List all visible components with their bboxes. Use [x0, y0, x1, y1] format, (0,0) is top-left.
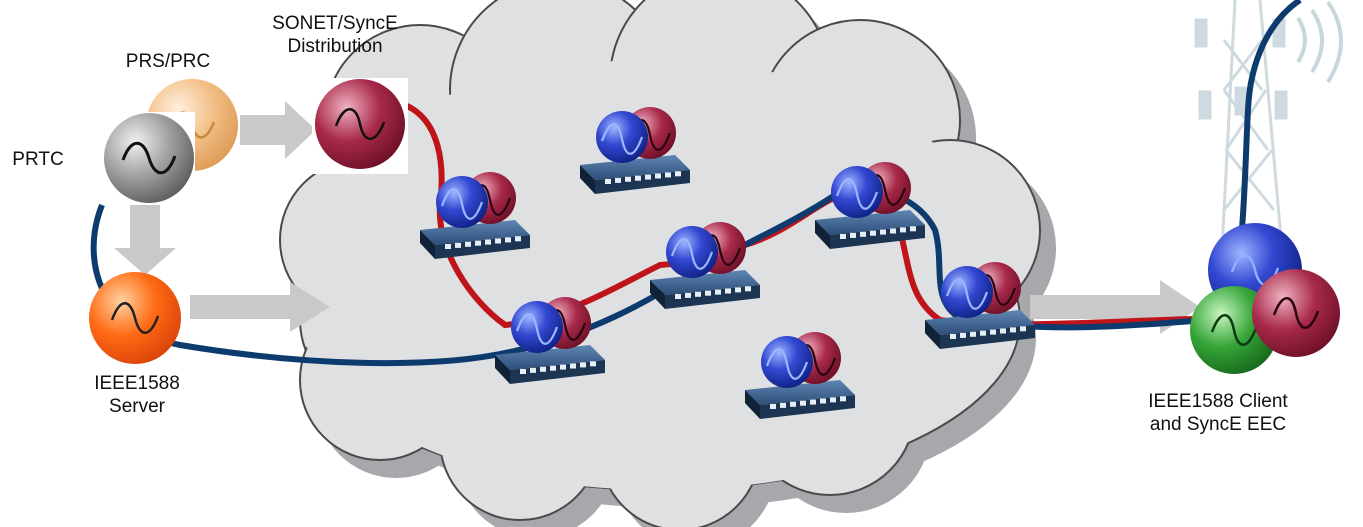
network-switch-icon: [745, 380, 855, 419]
network-node: [420, 172, 530, 259]
ieee-server-label-line1: IEEE1588: [94, 373, 180, 394]
network-switch-icon: [650, 270, 760, 309]
client-label: IEEE1588 Client and SyncE EEC: [1118, 390, 1318, 436]
ieee-server-label-line2: Server: [109, 396, 165, 417]
client-label-line1: IEEE1588 Client: [1148, 391, 1288, 412]
sine-wave-icon: [670, 238, 714, 270]
sine-wave-icon: [1210, 314, 1258, 346]
network-switch-icon: [495, 345, 605, 384]
sonet-clock: [312, 78, 408, 174]
signal-waves-icon: [1296, 0, 1343, 84]
sync-arrows: [114, 101, 1200, 334]
sine-wave-icon: [440, 188, 484, 220]
client-clocks: [1190, 223, 1340, 374]
prtc-label: PRTC: [12, 149, 64, 170]
network-node: [650, 222, 760, 309]
sonet-label-line2: Distribution: [287, 36, 383, 57]
network-node: [495, 297, 605, 384]
ieee-server-clock: [89, 272, 181, 364]
network-node: [745, 332, 855, 419]
switch-nodes: [420, 107, 1035, 419]
network-switch-icon: [420, 220, 530, 259]
network-node: [580, 107, 690, 194]
sine-wave-icon: [515, 313, 559, 345]
sine-wave-icon: [1272, 297, 1320, 329]
sine-wave-icon: [121, 141, 177, 175]
sonet-label-line1: SONET/SyncE: [272, 13, 398, 34]
sine-wave-icon: [835, 178, 879, 210]
ieee-server-label: IEEE1588 Server: [62, 372, 212, 418]
sine-wave-icon: [110, 302, 160, 334]
sine-wave-icon: [600, 123, 644, 155]
network-node: [925, 262, 1035, 349]
network-switch-icon: [580, 155, 690, 194]
sine-wave-icon: [765, 348, 809, 380]
sine-wave-icon: [334, 108, 386, 140]
network-switch-icon: [815, 210, 925, 249]
sonet-label: SONET/SyncE Distribution: [250, 12, 420, 58]
client-label-line2: and SyncE EEC: [1149, 414, 1287, 435]
prtc-clock: [103, 112, 195, 204]
network-node: [815, 162, 925, 249]
prs-prc-label: PRS/PRC: [125, 51, 211, 72]
network-switch-icon: [925, 310, 1035, 349]
sine-wave-icon: [945, 278, 989, 310]
